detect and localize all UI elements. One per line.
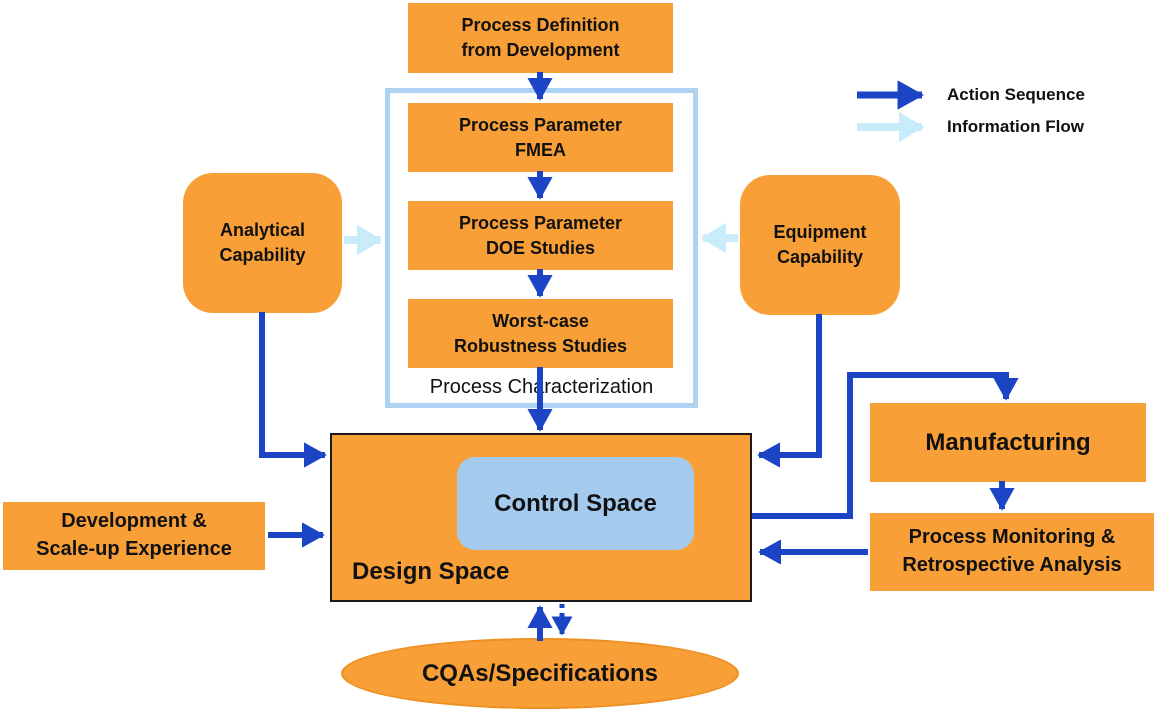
doe-box: Process Parameter DOE Studies — [408, 201, 673, 270]
arrow-analytical-to-design-space — [259, 312, 327, 468]
arrow-equipment-to-design-space — [757, 314, 822, 468]
development-experience-box: Development & Scale-up Experience — [3, 502, 265, 570]
analytical-capability-box: Analytical Capability — [183, 173, 342, 313]
process-definition-box: Process Definition from Development — [408, 3, 673, 73]
legend-action-sequence-label: Action Sequence — [947, 85, 1085, 104]
design-space-box: Control Space Design Space — [330, 433, 752, 602]
equipment-capability-box: Equipment Capability — [740, 175, 900, 315]
design-space-label: Design Space — [352, 558, 510, 585]
manufacturing-box: Manufacturing — [870, 403, 1146, 482]
worst-case-box: Worst-case Robustness Studies — [408, 299, 673, 368]
fmea-box: Process Parameter FMEA — [408, 103, 673, 172]
cqas-specifications-ellipse: CQAs/Specifications — [341, 638, 739, 709]
process-monitoring-box: Process Monitoring & Retrospective Analy… — [870, 513, 1154, 591]
control-space-box: Control Space — [457, 457, 694, 550]
legend-information-flow-label: Information Flow — [947, 117, 1084, 136]
process-characterization-label: Process Characterization — [429, 375, 654, 398]
